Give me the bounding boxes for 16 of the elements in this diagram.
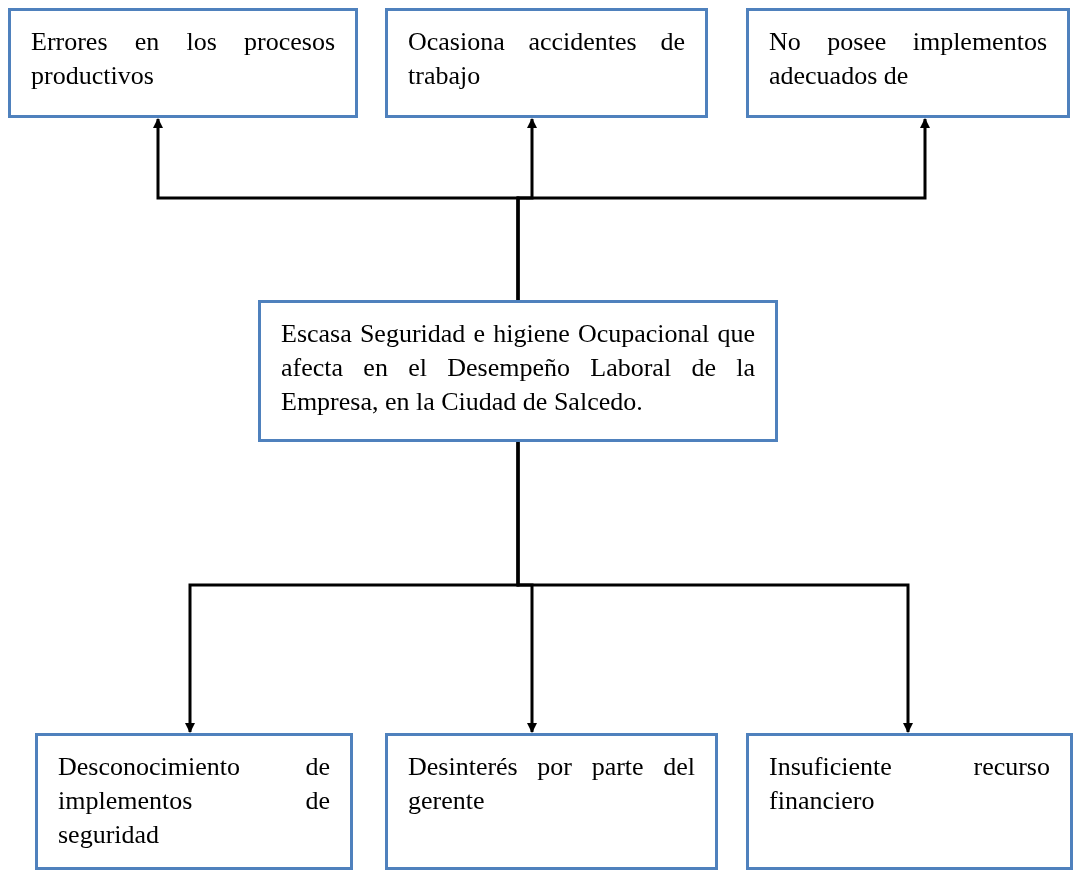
arrow [516,118,930,300]
box-text: Ocasiona accidentes de trabajo [408,26,685,92]
cause-box [385,733,718,870]
box-text: Escasa Seguridad e higiene Ocupacional que afecta en el Desempeño Laboral de la Empresa, en la Ciudad de Salcedo. [281,318,755,418]
effect-box [385,8,708,118]
box-text: Errores en los procesos productivos [31,26,335,92]
effect-box [8,8,358,118]
cause-box [746,733,1073,870]
cause-box [35,733,353,870]
problem-box [258,300,778,442]
box-text: Desconocimiento de implementos de seguridad [58,751,330,851]
effect-box [746,8,1070,118]
box-text: Insuficiente recurso financiero [769,751,1050,817]
box-text: Desinterés por parte del gerente [408,751,695,817]
box-text: No posee implementos adecuados de [769,26,1047,92]
arrow [516,442,913,733]
